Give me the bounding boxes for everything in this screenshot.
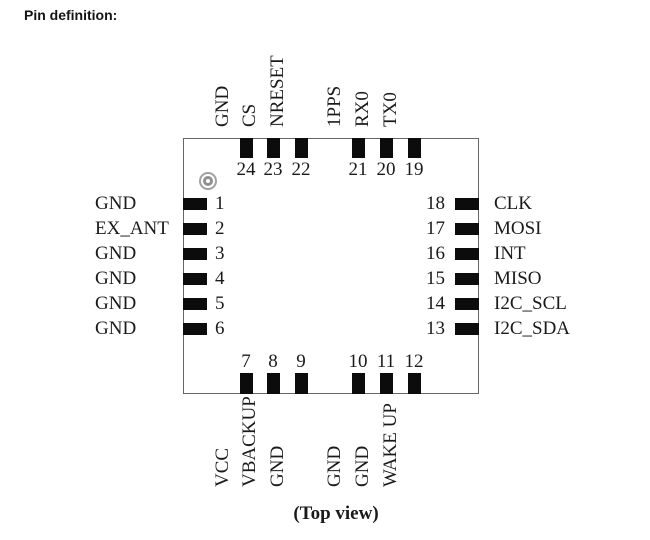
pin-14-pad [455, 298, 479, 310]
pin-24-number: 24 [236, 159, 256, 180]
pin-3-label: GND [95, 243, 137, 264]
pin-16-pad [455, 248, 479, 260]
pin-20-pad [380, 138, 393, 158]
pin-14-number: 14 [426, 293, 445, 314]
pin1-indicator-inner-ring [203, 176, 213, 186]
pin-17-pad [455, 223, 479, 235]
pin-17-number: 17 [426, 218, 445, 239]
pin-6-label: GND [95, 318, 137, 339]
pin-7-pad [240, 373, 253, 394]
pin-19-number: 19 [404, 159, 424, 180]
pin-4-label: GND [95, 268, 137, 289]
pin-21-number: 21 [348, 159, 368, 180]
pin-5-pad [183, 298, 207, 310]
pin-9-pad [295, 373, 308, 394]
pin1-indicator-icon [199, 172, 217, 190]
pin-6-number: 6 [215, 318, 225, 339]
pin-8-number: 8 [268, 351, 278, 372]
pin-3-number: 3 [215, 243, 225, 264]
pin-22-number: 22 [291, 159, 311, 180]
pin-4-number: 4 [215, 268, 225, 289]
pin-5-number: 5 [215, 293, 225, 314]
pin-15-label: MISO [494, 268, 542, 289]
pin-4-pad [183, 273, 207, 285]
pin-20-number: 20 [376, 159, 396, 180]
pin-1-number: 1 [215, 193, 225, 214]
pin-7-number: 7 [241, 351, 251, 372]
pin-24-pad [240, 138, 253, 158]
pin-2-number: 2 [215, 218, 225, 239]
pin-12-pad [408, 373, 421, 394]
pin-22-pad [295, 138, 308, 158]
pin-8-label: VBACKUP [239, 396, 260, 487]
pin-18-label: CLK [494, 193, 532, 214]
pin-15-pad [455, 273, 479, 285]
pin-3-pad [183, 248, 207, 260]
pin-16-number: 16 [426, 243, 445, 264]
pin-19-label: TX0 [380, 92, 401, 127]
pin-10-label: GND [324, 445, 345, 487]
pin-13-label: I2C_SDA [494, 318, 571, 339]
pin-20-label: RX0 [352, 91, 373, 127]
pin-12-number: 12 [404, 351, 424, 372]
pin-13-number: 13 [426, 318, 445, 339]
pin-12-label: WAKE UP [380, 403, 401, 487]
pin-21-label: 1PPS [324, 85, 345, 127]
pin-24-label: GND [212, 85, 233, 127]
pin-10-number: 10 [348, 351, 368, 372]
pin-23-label: CS [239, 103, 260, 127]
pin-11-number: 11 [376, 351, 396, 372]
pin-6-pad [183, 323, 207, 335]
pin-2-label: EX_ANT [95, 218, 169, 239]
pin-9-number: 9 [296, 351, 306, 372]
pin-14-label: I2C_SCL [494, 293, 567, 314]
pin-5-label: GND [95, 293, 137, 314]
pin-1-pad [183, 198, 207, 210]
pin-17-label: MOSI [494, 218, 542, 239]
pin-11-label: GND [352, 445, 373, 487]
pin-22-label: NRESET [267, 55, 288, 127]
pin-19-pad [408, 138, 421, 158]
pin-11-pad [380, 373, 393, 394]
top-view-caption: (Top view) [293, 503, 379, 524]
pin-21-pad [352, 138, 365, 158]
pin-16-label: INT [494, 243, 526, 264]
page-title: Pin definition: [24, 7, 118, 23]
pin-13-pad [455, 323, 479, 335]
pin-2-pad [183, 223, 207, 235]
chip-body [183, 138, 479, 394]
pin-18-pad [455, 198, 479, 210]
pin-15-number: 15 [426, 268, 445, 289]
pin-7-label: VCC [212, 447, 233, 487]
pin-8-pad [267, 373, 280, 394]
pin-10-pad [352, 373, 365, 394]
pin-23-number: 23 [263, 159, 283, 180]
pin-9-label: GND [267, 445, 288, 487]
pin-23-pad [267, 138, 280, 158]
pin-1-label: GND [95, 193, 137, 214]
pin-18-number: 18 [426, 193, 445, 214]
